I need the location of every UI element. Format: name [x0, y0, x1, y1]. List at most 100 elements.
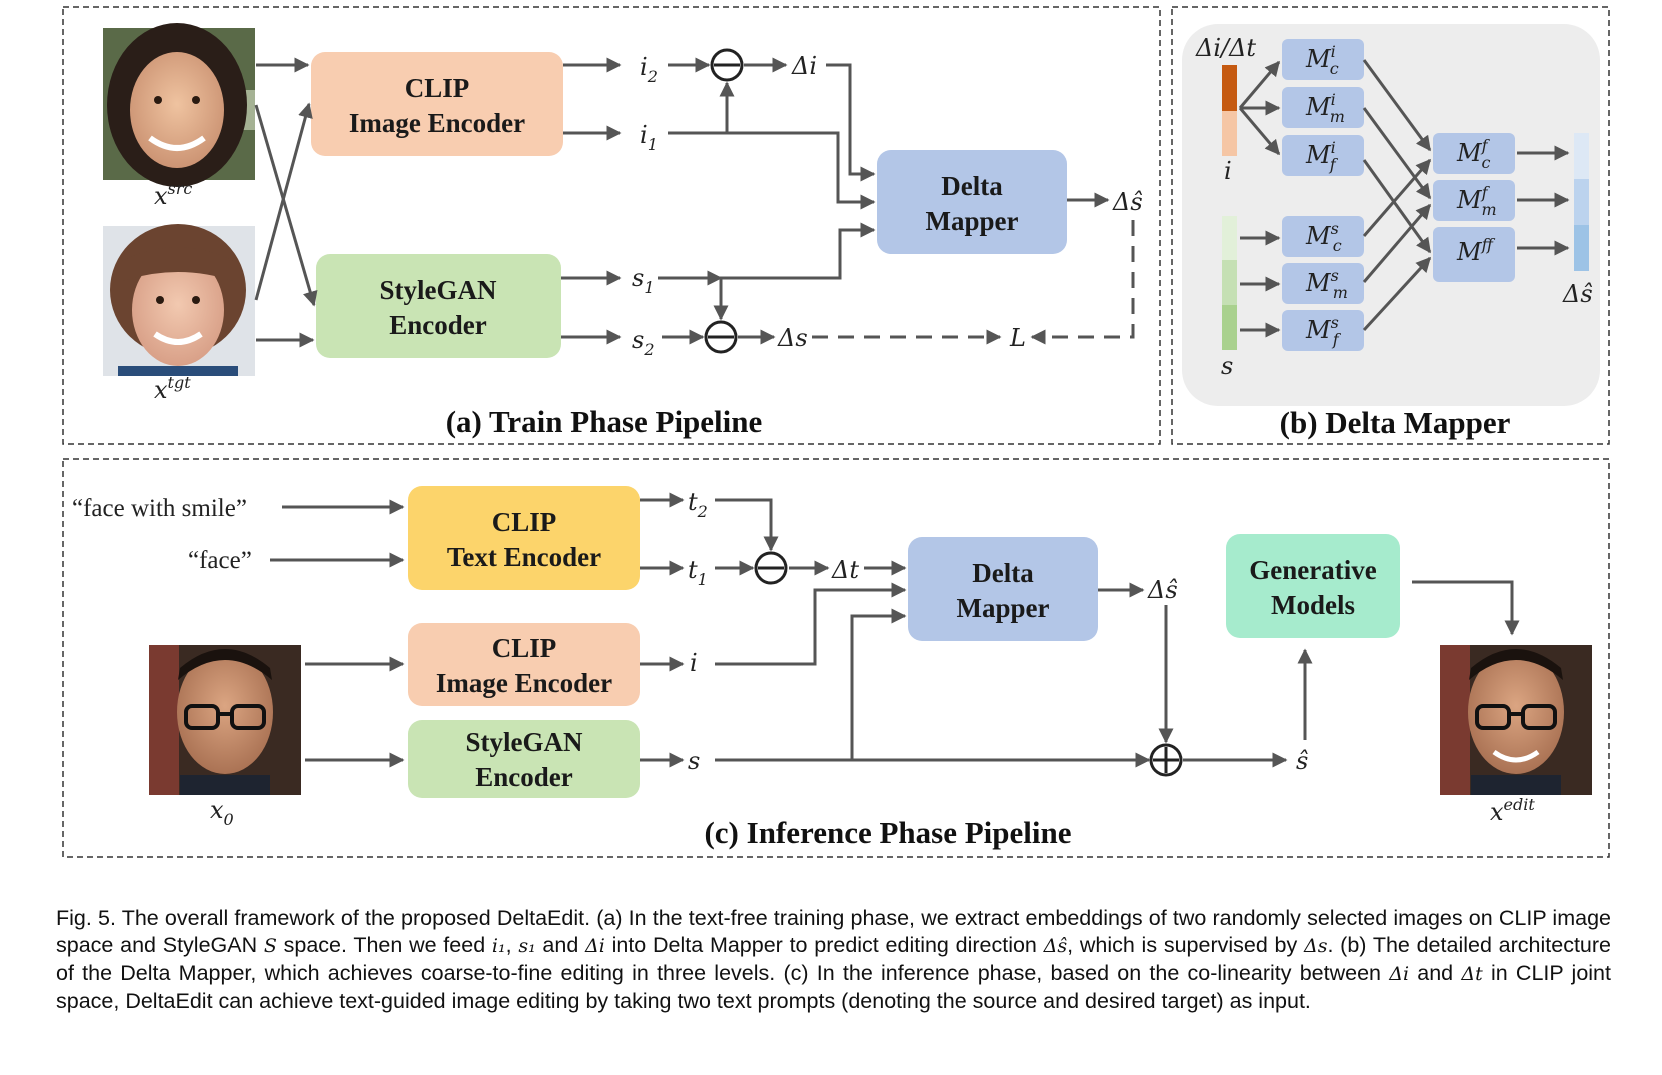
- clip-text-encoder-line1: CLIP: [492, 507, 557, 537]
- symbol-delta-s-hat-a: Δŝ: [1112, 188, 1143, 216]
- caption-math: Δi: [585, 935, 605, 957]
- clip-image-encoder-c-line2: Image Encoder: [436, 668, 612, 698]
- source-image-label: xsrc: [154, 179, 192, 210]
- symbol-delta-s-hat-c: Δŝ: [1147, 576, 1178, 604]
- symbol-s-hat: ŝ: [1296, 747, 1308, 775]
- generative-models: [1226, 534, 1400, 638]
- caption-part: and: [535, 933, 586, 957]
- symbol-s-c: s: [688, 747, 700, 775]
- delta-mapper-c-line1: Delta: [972, 558, 1034, 588]
- caption-math: Δi: [1389, 963, 1410, 985]
- mapper-style-medium: [1282, 263, 1364, 304]
- caption-part: ,: [505, 933, 519, 957]
- mapper-fusion-coarse: [1433, 133, 1515, 174]
- panel-b-output-label: Δŝ: [1562, 280, 1593, 308]
- stylegan-encoder-c-line1: StyleGAN: [466, 727, 583, 757]
- caption-part: Fig. 5. The overall framework of the pro…: [56, 906, 1611, 957]
- mapper-fusion-fine-label: Mff: [1456, 235, 1496, 266]
- panel-b-frame: [1171, 6, 1610, 445]
- generative-models-line2: Models: [1271, 590, 1355, 620]
- symbol-loss: L: [1009, 324, 1026, 352]
- caption-part: in CLIP joint space, DeltaEdit can achie…: [56, 961, 1611, 1013]
- clip-text-encoder: [408, 486, 640, 590]
- caption-math: Δt: [1461, 963, 1483, 985]
- clip-image-encoder-a: [311, 52, 563, 156]
- symbol-t1: t1: [688, 556, 708, 589]
- stylegan-encoder-a: [316, 254, 561, 358]
- mapper-style-coarse: [1282, 216, 1364, 257]
- panel-b-background: [1182, 24, 1600, 406]
- symbol-i-c: i: [690, 649, 698, 677]
- target-image-label: xtgt: [154, 373, 191, 404]
- style-vector-top: [1222, 216, 1237, 260]
- panel-c-caption: (c) Inference Phase Pipeline: [704, 815, 1071, 850]
- symbol-s1: s1: [632, 264, 655, 297]
- output-image-label: xedit: [1490, 795, 1535, 826]
- stylegan-encoder-c: [408, 720, 640, 798]
- caption-part: , which is supervised by: [1067, 933, 1304, 957]
- delta-mapper-c-line2: Mapper: [957, 593, 1050, 623]
- caption-math: Δŝ: [1043, 935, 1068, 957]
- stylegan-encoder-a-line2: Encoder: [389, 310, 487, 340]
- caption-part: and: [1409, 961, 1462, 985]
- mapper-fusion-medium: [1433, 180, 1515, 221]
- stylegan-encoder-c-line2: Encoder: [475, 762, 573, 792]
- mapper-image-coarse: [1282, 39, 1364, 80]
- panel-a-caption: (a) Train Phase Pipeline: [446, 404, 763, 439]
- input-image-label: x0: [210, 796, 234, 829]
- subtract-node-image: [710, 48, 744, 82]
- clip-text-encoder-line2: Text Encoder: [447, 542, 601, 572]
- subtract-node-style: [704, 320, 738, 354]
- panel-a: xsrc xtgt CLIP Image Encoder StyleGAN En…: [103, 23, 1143, 439]
- panel-b-s-label: s: [1221, 352, 1233, 380]
- panel-b-caption: (b) Delta Mapper: [1280, 405, 1511, 440]
- delta-mapper-a-line1: Delta: [941, 171, 1003, 201]
- add-node: [1149, 743, 1183, 777]
- deltaedit-framework-diagram: xsrc xtgt CLIP Image Encoder StyleGAN En…: [62, 6, 1610, 858]
- output-vector-top: [1574, 133, 1589, 179]
- generative-models-line1: Generative: [1249, 555, 1376, 585]
- caption-math: s₁: [518, 935, 536, 957]
- caption-part: . (b) The detailed architecture of the D…: [56, 933, 1611, 985]
- style-vector-bottom: [1222, 305, 1237, 350]
- prompt-target: “face with smile”: [72, 495, 247, 522]
- mapper-fusion-fine: [1433, 227, 1515, 282]
- figure-caption: Fig. 5. The overall framework of the pro…: [56, 905, 1611, 1015]
- delta-mapper-c: [908, 537, 1098, 641]
- panel-c-frame: [62, 458, 1610, 858]
- symbol-delta-i: Δi: [791, 52, 817, 80]
- symbol-delta-s: Δs: [777, 324, 808, 352]
- caption-math: i₁: [491, 935, 506, 957]
- mapper-style-fine: [1282, 310, 1364, 351]
- clip-image-encoder-c: [408, 623, 640, 706]
- panel-c: “face with smile” “face” CLIP Text Encod…: [72, 486, 1592, 850]
- symbol-s2: s2: [632, 326, 655, 359]
- input-face-image: [149, 645, 301, 795]
- caption-math: Δs: [1303, 935, 1328, 957]
- clip-image-encoder-a-line2: Image Encoder: [349, 108, 525, 138]
- output-face-image: [1440, 645, 1592, 795]
- delta-mapper-a-line2: Mapper: [926, 206, 1019, 236]
- subtract-node-text: [754, 551, 788, 585]
- source-face-image: [103, 23, 255, 187]
- panel-a-frame: [62, 6, 1161, 445]
- image-vector-bottom: [1222, 111, 1237, 156]
- stylegan-encoder-a-line1: StyleGAN: [380, 275, 497, 305]
- style-vector-mid: [1222, 260, 1237, 305]
- image-vector-top: [1222, 65, 1237, 111]
- caption-part: space. Then we feed: [276, 933, 492, 957]
- delta-mapper-a: [877, 150, 1067, 254]
- output-vector-mid: [1574, 179, 1589, 225]
- symbol-i1: i1: [640, 121, 658, 154]
- mapper-image-medium: [1282, 87, 1364, 128]
- clip-image-encoder-c-line1: CLIP: [492, 633, 557, 663]
